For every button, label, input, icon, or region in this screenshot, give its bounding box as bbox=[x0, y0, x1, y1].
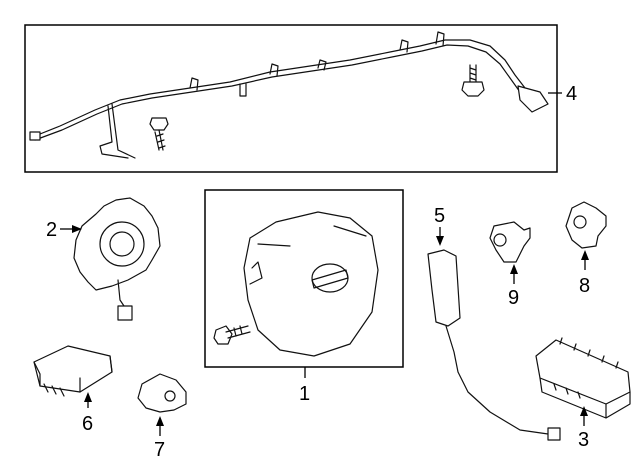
callout-4: 4 bbox=[566, 83, 577, 105]
side-airbag-body bbox=[427, 249, 461, 327]
callout-7: 7 bbox=[154, 439, 165, 461]
clock-spring-body bbox=[73, 197, 161, 291]
callout-3: 3 bbox=[578, 429, 589, 451]
harness-tube-lower bbox=[34, 44, 521, 141]
control-module-body bbox=[33, 345, 113, 393]
airbag-seam bbox=[257, 225, 367, 247]
sensor-8: 8 bbox=[565, 201, 607, 297]
sensor-9: 9 bbox=[489, 221, 531, 309]
harness-clip bbox=[435, 31, 445, 47]
passenger-airbag: 3 bbox=[535, 337, 631, 451]
callout-1: 1 bbox=[299, 383, 310, 405]
harness-bracket bbox=[99, 103, 136, 159]
bolt-icon bbox=[213, 325, 251, 345]
callout-5: 5 bbox=[434, 205, 445, 227]
harness-clip bbox=[317, 59, 327, 71]
bolt-icon bbox=[461, 64, 485, 97]
emblem-bar bbox=[311, 269, 349, 289]
driver-airbag-body bbox=[243, 211, 379, 357]
harness-clip bbox=[269, 63, 279, 77]
airbag-frame bbox=[204, 189, 404, 368]
clock-spring-connector bbox=[117, 305, 133, 321]
side-airbag-connector bbox=[547, 427, 561, 441]
harness-clip bbox=[239, 83, 247, 97]
harness-connector-left bbox=[29, 131, 41, 141]
harness-clip bbox=[399, 39, 409, 53]
bolt-icon bbox=[149, 117, 169, 151]
sensor-8-body bbox=[565, 201, 607, 249]
callout-2: 2 bbox=[46, 219, 57, 241]
passenger-airbag-body bbox=[535, 339, 631, 405]
harness-group: 4 bbox=[24, 24, 577, 173]
callout-9: 9 bbox=[508, 287, 519, 309]
sensor-9-body bbox=[489, 221, 531, 263]
sensor-7: 7 bbox=[137, 373, 187, 461]
callout-6: 6 bbox=[82, 413, 93, 435]
clock-spring-hub bbox=[99, 221, 145, 267]
harness-clip bbox=[189, 77, 199, 91]
harness-frame bbox=[24, 24, 558, 173]
clock-spring-bore bbox=[109, 231, 135, 257]
side-airbag: 5 bbox=[427, 205, 561, 441]
harness-tube-upper bbox=[34, 39, 526, 137]
callout-8: 8 bbox=[579, 275, 590, 297]
clock-spring: 2 bbox=[46, 197, 161, 321]
driver-airbag-group: 1 bbox=[204, 189, 404, 405]
airbag-tab bbox=[249, 261, 263, 285]
sensor-7-body bbox=[137, 373, 187, 413]
control-module: 6 bbox=[33, 345, 113, 435]
harness-connector-right bbox=[517, 85, 549, 113]
side-airbag-cable bbox=[445, 325, 549, 435]
